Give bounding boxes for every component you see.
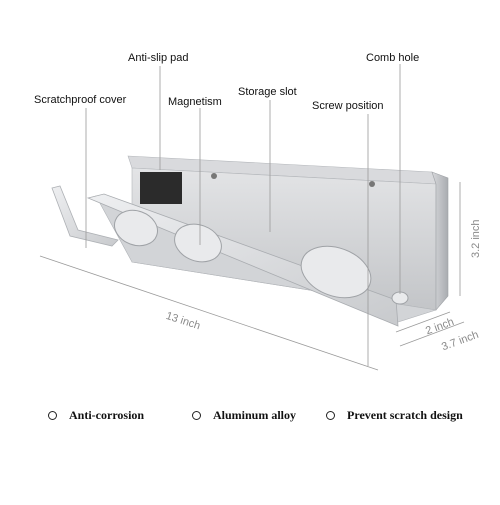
- feature-label: Prevent scratch design: [347, 408, 463, 422]
- feature-item: Aluminum alloy: [192, 408, 296, 423]
- dimension-lines: [39, 182, 465, 371]
- dryer-hole: [300, 245, 372, 299]
- feature-label: Aluminum alloy: [213, 408, 297, 422]
- screw-hole: [211, 173, 217, 179]
- feature-list: Anti-corrosion Aluminum alloy Prevent sc…: [0, 408, 500, 432]
- storage-slot-label: Storage slot: [238, 86, 297, 98]
- comb-hole-label: Comb hole: [366, 52, 420, 64]
- front-panel: [86, 193, 409, 327]
- circle-bullet-icon: [48, 411, 57, 420]
- screw-hole: [369, 181, 375, 187]
- feature-label: Anti-corrosion: [69, 408, 145, 422]
- comb-hole: [114, 209, 158, 247]
- dryer-hole: [174, 223, 222, 263]
- anti-slip-pad-label: Anti-slip pad: [128, 52, 189, 64]
- circle-bullet-icon: [326, 411, 335, 420]
- feature-item: Prevent scratch design: [326, 408, 463, 423]
- height-dimension-label: 3.2 inch: [470, 219, 482, 258]
- screw-position-label: Screw position: [312, 100, 384, 112]
- side-wall: [431, 171, 449, 311]
- scratchproof-cover-label: Scratchproof cover: [34, 94, 127, 106]
- scratchproof-cover-part: [51, 185, 119, 247]
- anti-slip-pad: [140, 172, 182, 204]
- magnetism-label: Magnetism: [168, 96, 222, 108]
- leader-lines: [85, 64, 401, 366]
- circle-bullet-icon: [192, 411, 201, 420]
- feature-item: Anti-corrosion: [48, 408, 144, 423]
